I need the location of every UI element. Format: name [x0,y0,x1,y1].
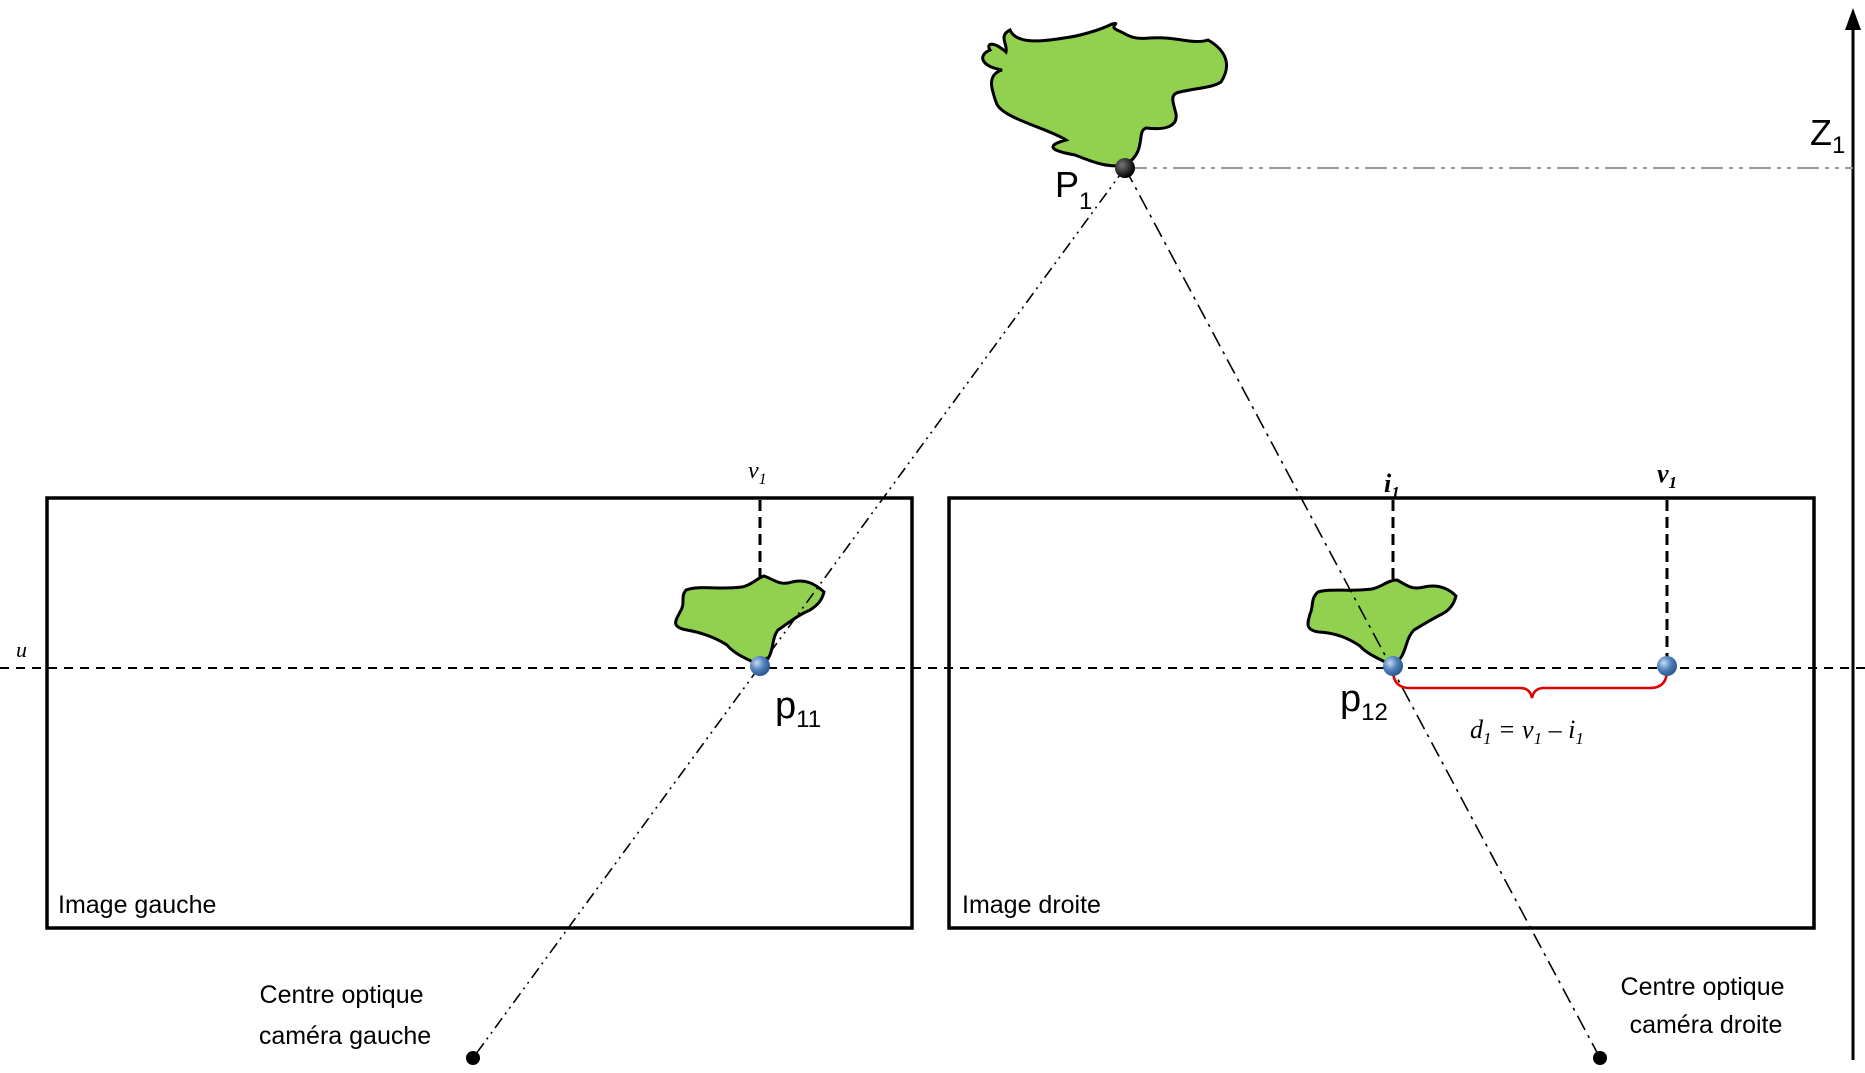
point-P1-label: P1 [1055,164,1092,215]
camera-right-label: Centre optique caméra droite [1621,973,1792,1039]
object-P1-shape [981,22,1228,168]
point-p12-shifted [1657,656,1677,676]
disparity-brace [1391,669,1669,699]
image-right-frame [947,496,1816,930]
i1-right-label: i1 [1384,469,1400,502]
z-axis [1845,8,1861,1060]
z-axis-label: Z1 [1810,112,1845,159]
v1-left-label: v1 [748,458,767,488]
image-right-label: Image droite [962,891,1101,919]
ray-right-camera [1124,167,1601,1059]
point-p11-label: p11 [775,685,821,733]
v1-right-label: v1 [1657,459,1677,492]
image-left-frame [45,496,914,930]
camera-right-center [1593,1051,1607,1065]
camera-left-center [466,1051,480,1065]
object-left-shape [674,574,826,668]
point-P1 [1115,158,1135,178]
camera-left-label: Centre optique caméra gauche [259,981,431,1050]
point-p12-label: p12 [1340,678,1388,726]
object-right-shape [1306,578,1458,668]
point-p12 [1383,656,1403,676]
ray-left-camera [472,167,1126,1059]
image-left-label: Image gauche [58,891,216,919]
u-axis-label: u [16,637,27,662]
point-p11 [750,656,770,676]
disparity-equation: d1 = v1 – i1 [1470,715,1584,748]
